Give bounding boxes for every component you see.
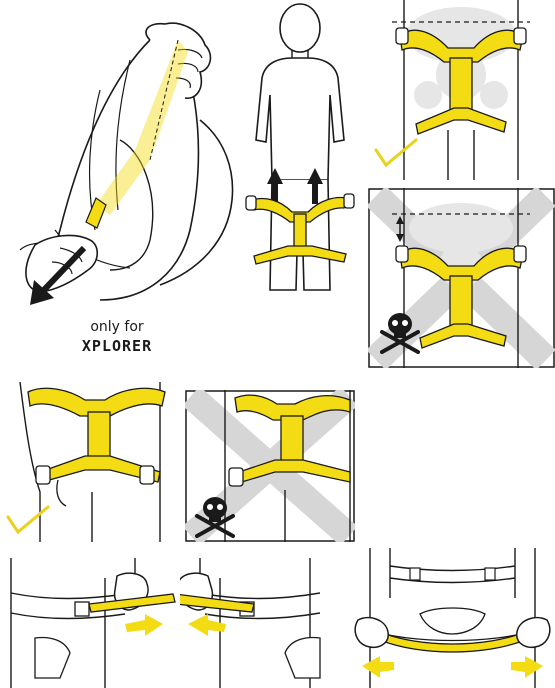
check-icon [8, 507, 48, 532]
check-icon [376, 140, 416, 165]
panel-waist-correct [368, 0, 555, 180]
strap-caption: only for XPLORER [72, 318, 162, 356]
panel-legloop-widen [350, 548, 555, 688]
panel-person-standing [240, 0, 365, 300]
pull-arrow-icon [125, 614, 163, 636]
panel-waist-wrong [368, 188, 555, 368]
panel-tighten-left [5, 548, 185, 688]
panel-legloop-wrong [185, 390, 355, 542]
panel-strap-adjust [0, 0, 240, 318]
pull-arrow-icon [362, 656, 543, 678]
caption-model-name: XPLORER [72, 337, 162, 356]
panel-legloop-correct [0, 382, 178, 542]
caption-line-1: only for [72, 318, 162, 337]
panel-tighten-right [180, 548, 355, 688]
